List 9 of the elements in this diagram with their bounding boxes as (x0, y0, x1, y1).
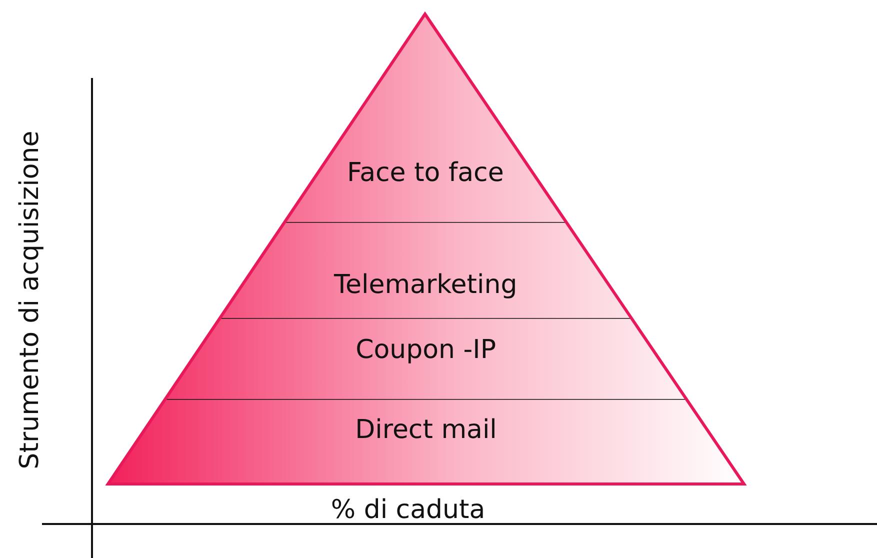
pyramid-level (165, 318, 686, 399)
pyramid-level (220, 222, 632, 318)
level-label: Telemarketing (332, 270, 518, 300)
level-label: Coupon -IP (354, 335, 498, 365)
level-label: Direct mail (354, 415, 498, 445)
axis-title: Strumento di acquisizione (15, 130, 45, 470)
level-label: Face to face (346, 158, 505, 188)
pyramid-level (284, 14, 566, 222)
axis-title: % di caduta (330, 495, 486, 525)
